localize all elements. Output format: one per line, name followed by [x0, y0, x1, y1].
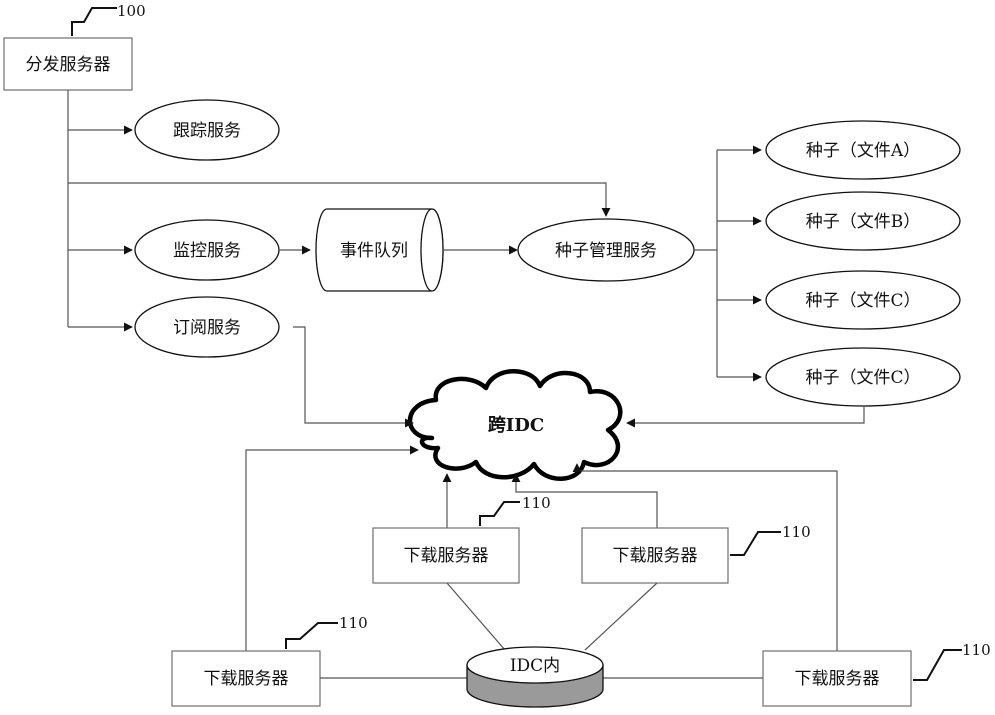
distribution-server-node: 分发服务器	[3, 37, 133, 91]
seed-node: 种子（文件C）	[765, 347, 961, 407]
subscription-service-node: 订阅服务	[134, 296, 280, 358]
ref-leader-110	[479, 501, 520, 526]
download-server-node: 下载服务器	[171, 650, 321, 707]
link-right-center-download-to-intra-idc	[584, 582, 658, 651]
seed-label: 种子（文件C）	[805, 291, 920, 311]
arrow-subscription-to-cloud	[293, 326, 414, 428]
ref-leader-110	[913, 649, 962, 681]
tracking-service-node: 跟踪服务	[134, 99, 280, 161]
arrow-far-right-download-to-cloud	[572, 463, 838, 651]
seed-node: 种子（文件C）	[765, 270, 961, 330]
arrow-left-download-to-cloud	[245, 445, 419, 651]
seed-management-service-label: 种子管理服务	[555, 241, 657, 261]
download-server-label: 下载服务器	[795, 669, 880, 689]
seed-management-service-node: 种子管理服务	[517, 218, 695, 282]
seed-label: 种子（文件B）	[806, 212, 921, 232]
ref-number-110: 110	[522, 494, 551, 512]
monitoring-service-node: 监控服务	[134, 219, 280, 281]
event-queue-node: 事件队列	[315, 208, 444, 292]
distribution-server-label: 分发服务器	[26, 55, 111, 75]
ref-leader-110	[730, 531, 781, 556]
seed-label: 种子（文件A）	[806, 141, 920, 161]
download-server-node: 下载服务器	[762, 650, 912, 707]
arrow-seed-to-cloud	[626, 406, 865, 428]
subscription-service-label: 订阅服务	[173, 318, 241, 338]
arrow-right-download-to-cloud	[511, 473, 658, 528]
seed-node: 种子（文件A）	[765, 120, 961, 180]
download-server-label: 下载服务器	[404, 546, 489, 566]
download-server-label: 下载服务器	[613, 546, 698, 566]
ref-number-100: 100	[117, 2, 146, 20]
tracking-service-label: 跟踪服务	[173, 121, 241, 141]
event-queue-label: 事件队列	[340, 241, 408, 261]
cross-idc-label: 跨IDC	[488, 415, 544, 436]
monitoring-service-label: 监控服务	[173, 241, 241, 261]
download-server-node: 下载服务器	[581, 527, 729, 584]
seed-label: 种子（文件C）	[805, 368, 920, 388]
seed-node: 种子（文件B）	[765, 191, 961, 251]
intra-idc-label: IDC内	[510, 656, 560, 676]
ref-leader-100	[71, 7, 117, 36]
intra-idc-node: IDC内	[466, 646, 604, 708]
ref-number-110: 110	[782, 523, 811, 541]
ref-number-110: 110	[339, 614, 368, 632]
download-server-node: 下载服务器	[372, 527, 520, 584]
arrow-to-seed-management	[68, 182, 611, 217]
ref-leader-110	[285, 622, 338, 649]
link-center-download-to-intra-idc	[446, 582, 506, 651]
cross-idc-cloud: 跨IDC	[407, 369, 623, 481]
ref-number-110: 110	[962, 641, 991, 659]
download-server-label: 下载服务器	[204, 669, 289, 689]
